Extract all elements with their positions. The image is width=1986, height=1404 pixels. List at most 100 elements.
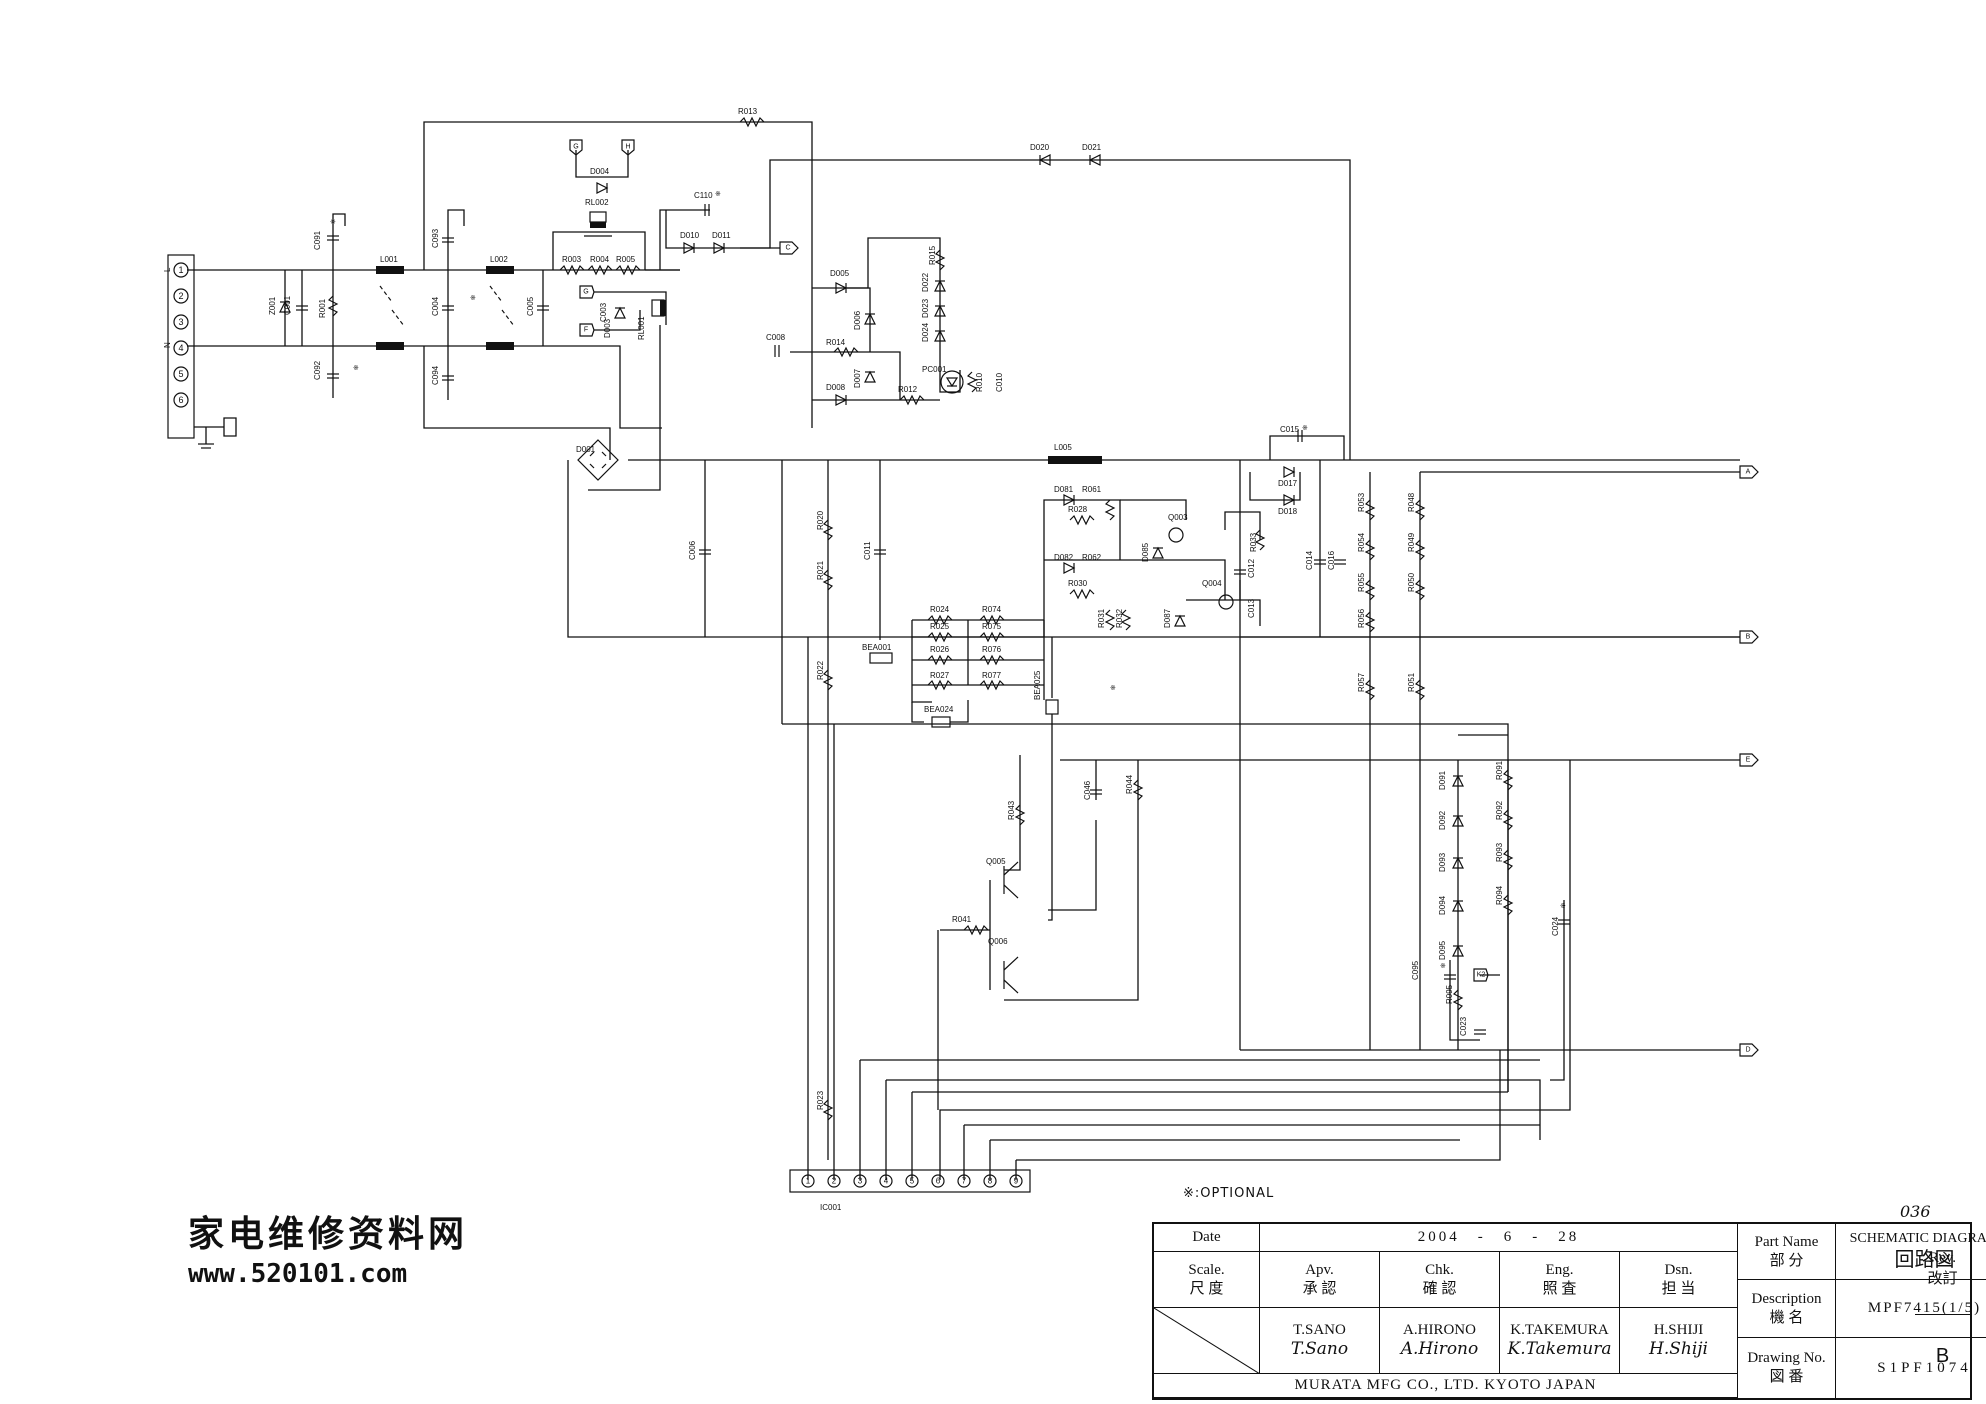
resistors <box>327 116 1514 1121</box>
connector-pin <box>173 392 189 408</box>
component-label: C016 <box>1327 550 1336 570</box>
component-label: R015 <box>928 245 937 265</box>
component-label: R043 <box>1007 800 1016 820</box>
terminal-label: G <box>573 144 578 151</box>
designed-name: H.SHIJI <box>1653 1321 1704 1338</box>
component-label: Q006 <box>988 937 1008 946</box>
component-label: R010 <box>975 372 984 392</box>
company-name: MURATA MFG CO., LTD. KYOTO JAPAN <box>1154 1374 1738 1398</box>
component-label: D003 <box>603 318 612 338</box>
component-label: R041 <box>952 915 972 924</box>
component-label: BEA001 <box>862 643 892 652</box>
photocoupler-pc001 <box>940 370 964 394</box>
ic-pin <box>1009 1174 1023 1188</box>
component-label: R057 <box>1357 672 1366 692</box>
beads <box>869 652 1059 728</box>
component-label: C003 <box>599 302 608 322</box>
connector-pin-number: 2 <box>178 291 183 301</box>
description-value: MPF7415(1/5) <box>1836 1280 1986 1338</box>
optional-mark: ※ <box>1560 903 1566 910</box>
component-label: R023 <box>816 1090 825 1110</box>
component-label: R048 <box>1407 492 1416 512</box>
component-label: L002 <box>490 255 508 264</box>
component-label: BEA025 <box>1033 670 1042 700</box>
component-label: R001 <box>318 298 327 318</box>
optional-mark: ※ <box>1440 963 1446 970</box>
terminal-label: A <box>1746 469 1751 476</box>
ic-pin-number: 2 <box>832 1177 837 1186</box>
component-label: R020 <box>816 510 825 530</box>
component-label: R031 <box>1097 608 1106 628</box>
approved-signature: T.Sano <box>1290 1339 1349 1360</box>
component-label: BEA024 <box>924 705 954 714</box>
approved-cell: T.SANO T.Sano <box>1260 1308 1380 1374</box>
component-label: C093 <box>431 228 440 248</box>
component-label: R014 <box>826 338 846 347</box>
component-label: C094 <box>431 365 440 385</box>
relays <box>584 211 666 317</box>
component-label: D017 <box>1278 479 1298 488</box>
component-label: D008 <box>826 383 846 392</box>
component-label: R030 <box>1068 579 1088 588</box>
component-label: R056 <box>1357 608 1366 628</box>
terminal-label: H <box>625 144 630 151</box>
component-label: R055 <box>1357 572 1366 592</box>
component-label: R062 <box>1082 553 1102 562</box>
checked-name: A.HIRONO <box>1403 1321 1476 1338</box>
component-label: C110 <box>694 191 713 200</box>
component-label: R051 <box>1407 672 1416 692</box>
rev-label: Rev. 改訂 <box>1915 1224 1970 1315</box>
connector-pin-number: 1 <box>178 265 183 275</box>
component-label: C092 <box>313 360 322 380</box>
component-label: R054 <box>1357 532 1366 552</box>
component-label: D020 <box>1030 143 1050 152</box>
component-label: R094 <box>1495 885 1504 905</box>
component-label: R004 <box>590 255 610 264</box>
scale-slash <box>1154 1307 1259 1374</box>
checked-signature: A.Hirono <box>1400 1339 1479 1360</box>
component-label: D023 <box>921 298 930 318</box>
ic-pin-number: 4 <box>884 1177 889 1186</box>
ic-pin <box>827 1174 841 1188</box>
title-block: Date 2004 - 6 - 28 Scale. 尺 度 Apv. 承 認 C… <box>1152 1222 1986 1400</box>
terminal-label: F <box>584 327 588 334</box>
drawing-no-label: Drawing No. 図 番 <box>1738 1338 1836 1398</box>
component-label: D021 <box>1082 143 1102 152</box>
terminal-label: K2 <box>1477 972 1486 979</box>
connector-pin-number: 4 <box>178 343 183 353</box>
component-label: R003 <box>562 255 582 264</box>
component-label: C008 <box>766 333 786 342</box>
component-label: R077 <box>982 671 1002 680</box>
component-label: R028 <box>1068 505 1088 514</box>
part-name-value: SCHEMATIC DIAGRAM 回路図 <box>1836 1224 1986 1280</box>
ic-pin <box>931 1174 945 1188</box>
component-label: R050 <box>1407 572 1416 592</box>
component-label: D018 <box>1278 507 1298 516</box>
wires <box>187 121 1740 1180</box>
component-label: R025 <box>930 622 950 631</box>
optional-note: ※:OPTIONAL <box>1183 1186 1275 1201</box>
connector-pin <box>173 340 189 356</box>
designed-signature: H.Shiji <box>1649 1339 1708 1360</box>
transistors <box>1003 527 1234 994</box>
ic-pin-number: 1 <box>806 1177 811 1186</box>
component-label: C046 <box>1083 780 1092 800</box>
component-label: R032 <box>1115 608 1124 628</box>
component-label: Z001 <box>268 296 277 315</box>
ic001-label: IC001 <box>820 1203 842 1212</box>
approved-name: T.SANO <box>1293 1321 1346 1338</box>
connector-pin-number: 5 <box>178 369 183 379</box>
optional-mark: ※ <box>1110 685 1116 692</box>
connector-pin-number: 6 <box>178 395 183 405</box>
diodes <box>279 154 1464 957</box>
terminal-label: E <box>1746 757 1751 764</box>
component-label: D095 <box>1438 940 1447 960</box>
ic-pin-number: 7 <box>962 1177 967 1186</box>
component-label: R013 <box>738 107 758 116</box>
bridge-rectifier-d001 <box>577 439 619 481</box>
designed-cell: H.SHIJI H.Shiji <box>1620 1308 1738 1374</box>
optional-mark: ※ <box>330 219 336 226</box>
